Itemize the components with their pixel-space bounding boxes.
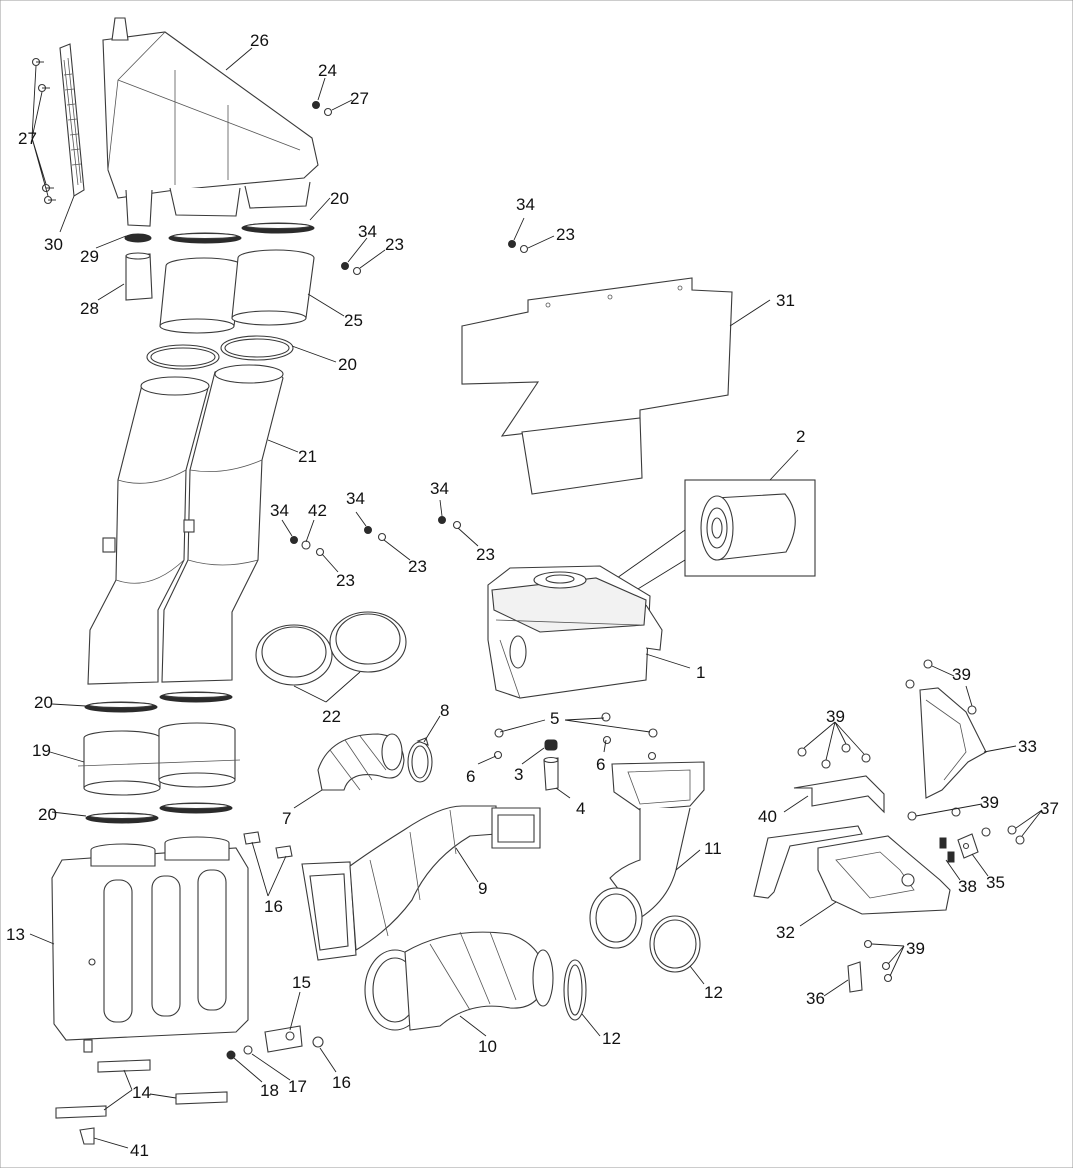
callout-label: 9 xyxy=(478,879,487,898)
part-16-bolts xyxy=(243,831,324,1048)
part-2-air-filter xyxy=(599,479,816,601)
callout-labels: 26 24 27 27 30 29 20 28 34 23 25 20 34 2… xyxy=(6,31,1059,1160)
callout-label: 23 xyxy=(476,545,495,564)
part-17-18-fasteners xyxy=(226,1045,253,1060)
callout-label: 27 xyxy=(18,129,37,148)
callout-label: 35 xyxy=(986,873,1005,892)
fasteners-34-23-a xyxy=(341,262,362,276)
callout-label: 26 xyxy=(250,31,269,50)
part-14-pads xyxy=(55,1059,228,1119)
part-22-seal-rings xyxy=(255,611,407,686)
callout-label: 6 xyxy=(596,755,605,774)
callout-label: 25 xyxy=(344,311,363,330)
callout-label: 23 xyxy=(556,225,575,244)
callout-label: 36 xyxy=(806,989,825,1008)
part-31-cover-plate xyxy=(461,277,733,495)
callout-label: 34 xyxy=(270,501,289,520)
callout-label: 21 xyxy=(298,447,317,466)
part-29-small-clamp xyxy=(124,233,152,243)
part-28-small-hose xyxy=(125,252,153,301)
callout-label: 1 xyxy=(696,663,705,682)
callout-label: 39 xyxy=(906,939,925,958)
part-32-mount-plate xyxy=(753,825,951,915)
callout-label: 16 xyxy=(264,897,283,916)
part-33-bracket xyxy=(905,659,987,799)
part-10-hose xyxy=(364,931,554,1031)
callout-label: 19 xyxy=(32,741,51,760)
callout-label: 20 xyxy=(330,189,349,208)
callout-label: 23 xyxy=(336,571,355,590)
callout-label: 12 xyxy=(602,1029,621,1048)
part-9-duct xyxy=(301,805,541,961)
part-12-clamps xyxy=(563,915,701,1021)
part-36-clip xyxy=(847,939,893,993)
callout-label: 17 xyxy=(288,1077,307,1096)
callout-label: 23 xyxy=(408,557,427,576)
callout-label: 32 xyxy=(776,923,795,942)
callout-label: 38 xyxy=(958,877,977,896)
callout-label: 8 xyxy=(440,701,449,720)
callout-label: 34 xyxy=(430,479,449,498)
part-19-twin-couplers xyxy=(77,722,241,796)
callout-label: 20 xyxy=(38,805,57,824)
callout-label: 6 xyxy=(466,767,475,786)
part-13-box xyxy=(51,836,249,1053)
callout-label: 30 xyxy=(44,235,63,254)
callout-label: 7 xyxy=(282,809,291,828)
callout-label: 15 xyxy=(292,973,311,992)
part-25-twin-couplers xyxy=(159,249,315,334)
part-20-clamps-bottom xyxy=(85,802,233,824)
part-11-elbow-duct xyxy=(589,761,705,949)
callout-label: 16 xyxy=(332,1073,351,1092)
part-20-clamps-upper xyxy=(168,222,315,244)
callout-label: 42 xyxy=(308,501,327,520)
part-8-hose-clamp xyxy=(407,737,433,783)
part-41-clip xyxy=(79,1127,95,1145)
callout-label: 31 xyxy=(776,291,795,310)
callout-label: 39 xyxy=(826,707,845,726)
callout-label: 37 xyxy=(1040,799,1059,818)
parts-3-4-5-6-hardware xyxy=(493,712,658,791)
callout-label: 14 xyxy=(132,1083,151,1102)
part-26-intake-housing xyxy=(102,17,319,227)
parts-35-37-38-39-hardware xyxy=(907,807,1025,863)
callout-label: 27 xyxy=(350,89,369,108)
callout-label: 34 xyxy=(346,489,365,508)
callout-label: 11 xyxy=(704,839,722,858)
callout-label: 34 xyxy=(358,222,377,241)
callout-label: 20 xyxy=(34,693,53,712)
part-21-twin-ducts xyxy=(87,364,284,685)
callout-label: 22 xyxy=(322,707,341,726)
part-15-bracket xyxy=(264,1025,303,1053)
part-1-air-box xyxy=(487,565,663,699)
part-20-clamps-middle xyxy=(146,335,294,370)
part-40-small-bracket xyxy=(793,743,885,814)
leader-lines xyxy=(29,47,1043,1149)
callout-label: 39 xyxy=(952,665,971,684)
callout-label: 10 xyxy=(478,1037,497,1056)
callout-label: 24 xyxy=(318,61,337,80)
callout-label: 39 xyxy=(980,793,999,812)
callout-label: 20 xyxy=(338,355,357,374)
callout-label: 12 xyxy=(704,983,723,1002)
callout-label: 18 xyxy=(260,1081,279,1100)
callout-label: 33 xyxy=(1018,737,1037,756)
fasteners-24-27 xyxy=(312,101,333,117)
callout-label: 23 xyxy=(385,235,404,254)
callout-label: 5 xyxy=(550,709,559,728)
callout-label: 34 xyxy=(516,195,535,214)
callout-label: 3 xyxy=(514,765,523,784)
callout-label: 29 xyxy=(80,247,99,266)
part-30-grille-panel xyxy=(59,43,85,197)
callout-label: 13 xyxy=(6,925,25,944)
part-7-hose xyxy=(317,733,405,791)
callout-label: 41 xyxy=(130,1141,149,1160)
callout-label: 4 xyxy=(576,799,585,818)
fasteners-34-42-23 xyxy=(290,240,529,557)
callout-label: 2 xyxy=(796,427,805,446)
callout-label: 28 xyxy=(80,299,99,318)
callout-label: 40 xyxy=(758,807,777,826)
part-20-clamps-lower xyxy=(84,691,233,713)
